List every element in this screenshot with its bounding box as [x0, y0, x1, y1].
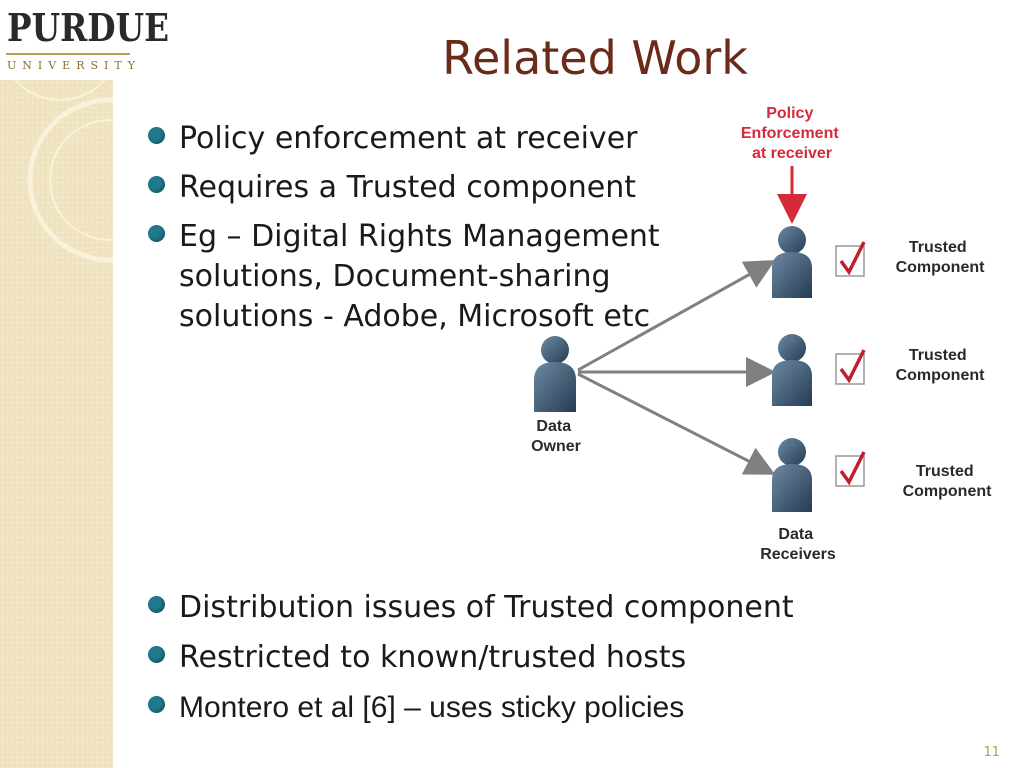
bullet-text: Policy enforcement at receiver [179, 121, 638, 156]
receiver-person-icon [772, 334, 812, 406]
arrow-to-receiver-1 [577, 260, 776, 372]
slide-number: 11 [983, 745, 1000, 760]
purdue-logo: PURDUE UNIVERSITY [0, 0, 169, 80]
trusted-component-label: Trusted Component [896, 239, 986, 276]
bullet-dot-icon [148, 646, 165, 663]
bullet-item: Restricted to known/trusted hosts [148, 638, 686, 678]
bullet-dot-icon [148, 176, 165, 193]
bullet-text: Distribution issues of Trusted component [179, 590, 794, 625]
bullet-dot-icon [148, 127, 165, 144]
logo-subtitle: UNIVERSITY [7, 59, 141, 72]
trusted-component-label: Trusted Component [903, 463, 993, 500]
policy-label: Policy Enforcement at receiver [741, 105, 843, 162]
bullet-text: Eg – Digital Rights Management solutions… [179, 219, 660, 334]
logo-wordmark: PURDUE [7, 5, 169, 50]
slide-title: Related Work [442, 31, 748, 85]
checkbox-checked-icon [835, 349, 866, 385]
bullet-item: Requires a Trusted component [148, 168, 636, 208]
bullet-item: Montero et al [6] – uses sticky policies [148, 688, 684, 728]
receivers-label: Data Receivers [760, 526, 836, 563]
data-owner-person-icon [534, 336, 576, 412]
receiver-person-icon [772, 226, 812, 298]
bullet-dot-icon [148, 596, 165, 613]
bullet-text: Requires a Trusted component [179, 170, 636, 205]
bullet-text: Restricted to known/trusted hosts [179, 640, 687, 675]
checkbox-checked-icon [835, 451, 866, 487]
bullet-item: Distribution issues of Trusted component [148, 588, 794, 628]
arrow-to-receiver-3 [577, 372, 776, 475]
bullet-item: Policy enforcement at receiver [148, 119, 637, 159]
left-decorative-strip [0, 0, 113, 768]
logo-rule [6, 53, 130, 55]
checkbox-checked-icon [835, 241, 866, 277]
bullet-dot-icon [148, 696, 165, 713]
receiver-person-icon [772, 438, 812, 512]
bullet-dot-icon [148, 225, 165, 242]
trusted-component-diagram: Policy Enforcement at receiver Data Owne… [531, 105, 993, 563]
decorative-swirls [0, 0, 113, 263]
owner-label: Data Owner [531, 418, 581, 455]
trusted-component-label: Trusted Component [896, 347, 986, 384]
bullet-text: Montero et al [6] – uses sticky policies [179, 691, 685, 724]
bullet-item: Eg – Digital Rights Management solutions… [148, 217, 699, 337]
